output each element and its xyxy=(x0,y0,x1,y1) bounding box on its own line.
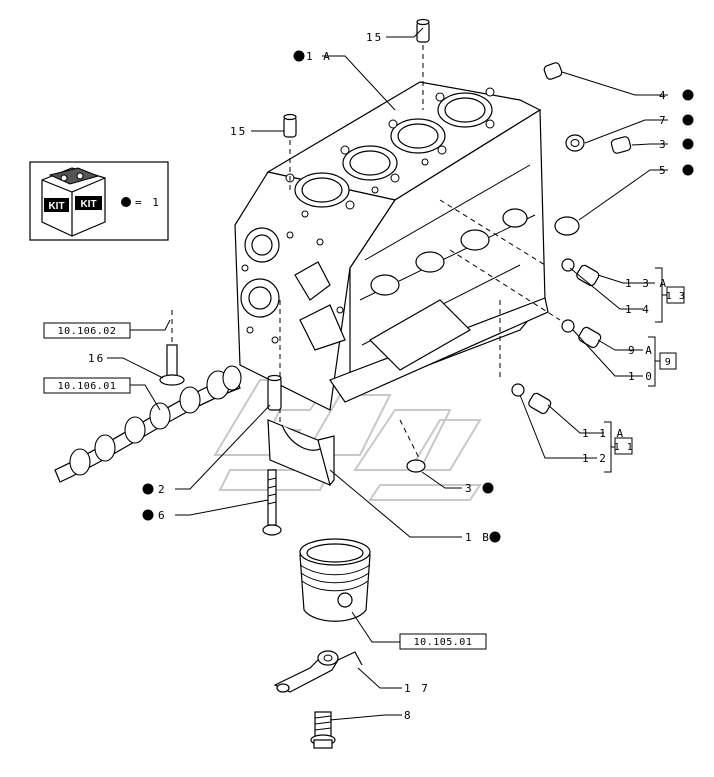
part-labels: 15 1 A 4 15 7 3 5 1 3 A 1 4 9 A 1 0 1 1 … xyxy=(88,31,694,722)
label-5: 5 xyxy=(659,164,668,177)
label-9a: 9 A xyxy=(628,344,654,357)
kit-dot-marker xyxy=(121,197,131,207)
label-16: 16 xyxy=(88,352,105,365)
kit-dot-3-lower xyxy=(482,482,494,494)
part-1b-bearing-cap xyxy=(267,419,335,487)
part-6-bolt xyxy=(262,469,282,536)
label-3-lower: 3 xyxy=(465,482,474,495)
kit-dot-7 xyxy=(682,114,694,126)
group-box-9: 9 xyxy=(665,357,672,368)
piston xyxy=(299,538,371,622)
part-15-left-pin xyxy=(283,113,297,138)
part-4-plug xyxy=(543,62,563,80)
label-10: 1 0 xyxy=(628,370,654,383)
kit-equals-text: = 1 xyxy=(135,196,161,209)
label-12: 1 2 xyxy=(582,452,608,465)
part-13a-plug xyxy=(561,258,600,287)
ref-10-106-02: 10.106.02 xyxy=(58,326,117,337)
label-15-left: 15 xyxy=(230,125,247,138)
engine-block xyxy=(234,81,549,411)
part-9a-plug xyxy=(561,319,602,349)
label-2: 2 xyxy=(158,483,167,496)
label-1a: 1 A xyxy=(306,50,332,63)
part-2-dowel xyxy=(267,374,282,411)
group-box-13: 1 3 xyxy=(666,291,686,302)
leader-lines xyxy=(107,27,668,721)
label-3-upper: 3 xyxy=(659,138,668,151)
kit-dot-5 xyxy=(682,164,694,176)
part-8-bolt xyxy=(310,711,336,749)
label-7: 7 xyxy=(659,114,668,127)
label-11a: 1 1 A xyxy=(582,427,625,440)
label-6: 6 xyxy=(158,509,167,522)
part-3-upper-plug xyxy=(610,136,632,154)
label-15-top: 15 xyxy=(366,31,383,44)
kit-dot-3-upper xyxy=(682,138,694,150)
ref-10-106-01: 10.106.01 xyxy=(58,381,117,392)
kit-dot-1a xyxy=(293,50,305,62)
group-brackets: 1 3 9 1 1 xyxy=(604,267,686,473)
kit-dot-4 xyxy=(682,89,694,101)
kit-text-left: KIT xyxy=(48,201,64,212)
label-4: 4 xyxy=(659,89,668,102)
kit-dot-1b xyxy=(489,531,501,543)
part-7-ring xyxy=(565,134,585,152)
label-8: 8 xyxy=(404,709,413,722)
kit-box-icon: KIT KIT xyxy=(41,167,106,237)
reference-boxes: 10.106.02 10.106.01 10.105.01 xyxy=(43,322,487,650)
part-11a-plug xyxy=(511,383,552,415)
part-3-lower-plug xyxy=(406,459,426,473)
kit-text-right: KIT xyxy=(80,199,96,210)
part-17-oil-jet xyxy=(273,650,363,693)
kit-legend: KIT KIT = 1 xyxy=(29,161,169,241)
label-13a: 1 3 A xyxy=(625,277,668,290)
kit-dot-6 xyxy=(142,509,154,521)
ref-10-105-01: 10.105.01 xyxy=(414,637,473,648)
kit-dot-2 xyxy=(142,483,154,495)
label-17: 1 7 xyxy=(404,682,430,695)
camshaft xyxy=(54,365,242,483)
label-1b: 1 B xyxy=(465,531,491,544)
label-14: 1 4 xyxy=(625,303,651,316)
part-16-pin xyxy=(159,310,185,386)
group-box-11: 1 1 xyxy=(614,442,634,453)
part-15-top-pin xyxy=(416,18,430,43)
part-5-cap xyxy=(554,216,580,236)
